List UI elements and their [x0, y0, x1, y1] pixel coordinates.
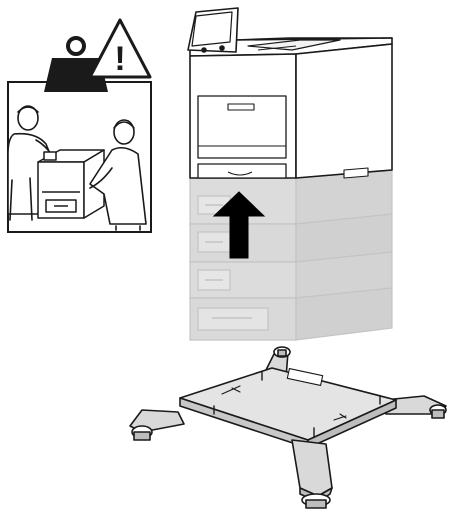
- printer: [190, 38, 392, 178]
- control-panel: [188, 8, 238, 52]
- caster-leg-front: [292, 440, 332, 508]
- warning-exclamation: !: [114, 40, 125, 78]
- caster-base: [130, 347, 446, 508]
- printer-stack: [188, 8, 392, 340]
- weight-warning-panel: !: [8, 20, 151, 232]
- paper-tray-1: [198, 164, 286, 178]
- caster-leg-left: [130, 410, 184, 440]
- warning-triangle-icon: !: [90, 20, 150, 78]
- printer-side: [296, 44, 392, 178]
